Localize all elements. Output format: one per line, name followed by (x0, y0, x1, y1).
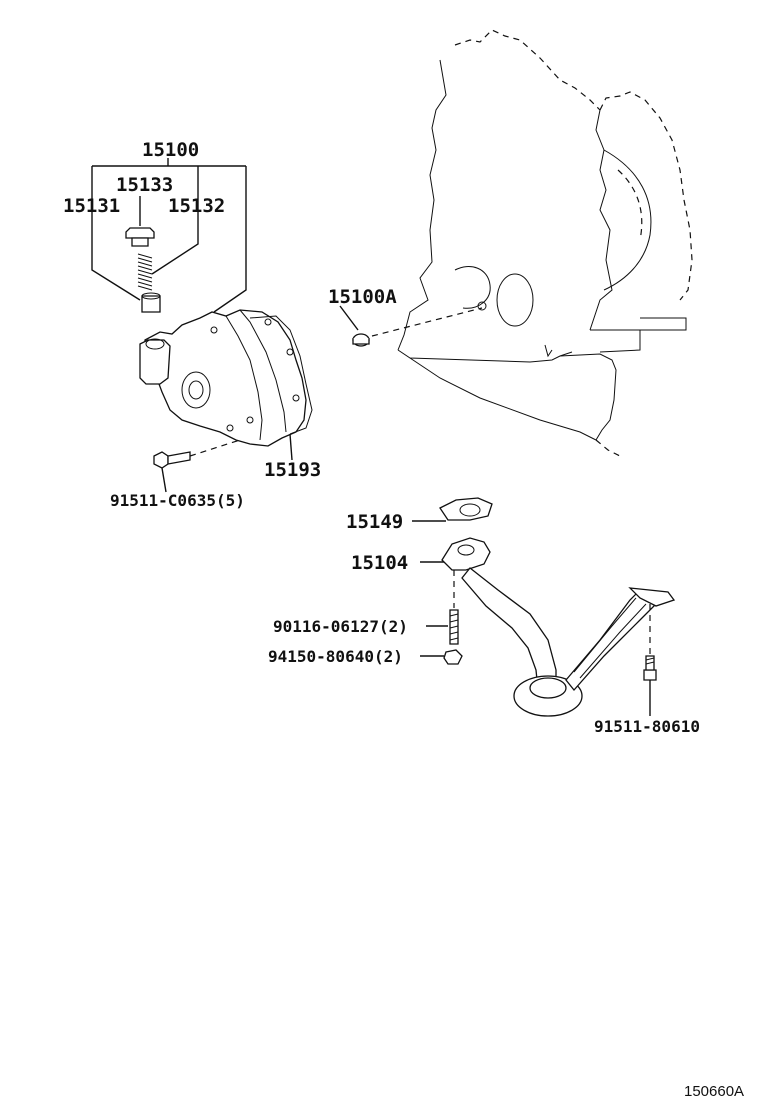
dowel-15100A (339, 305, 483, 347)
label-15100A: 15100A (328, 286, 397, 308)
plug-15133 (125, 227, 155, 247)
label-15149: 15149 (346, 511, 403, 533)
label-15100: 15100 (142, 139, 199, 161)
valve-15131 (141, 292, 161, 313)
oil-strainer-15104 (420, 537, 676, 717)
figure-id: 150660A (684, 1083, 744, 1100)
oil-pump-body (139, 309, 307, 447)
engine-block-outline (397, 29, 693, 457)
leader-15193 (289, 433, 293, 461)
leader-91511-c0635 (161, 467, 167, 493)
label-15193: 15193 (264, 459, 321, 481)
bolt-91511-80610 (643, 604, 657, 716)
label-91511-c0635: 91511-C0635(5) (110, 491, 245, 510)
bolt-91511-c0635 (153, 439, 241, 469)
label-15133: 15133 (116, 174, 173, 196)
label-94150-80640: 94150-80640(2) (268, 647, 403, 666)
spring-15132 (137, 253, 153, 291)
gasket-15149 (412, 497, 493, 522)
stud-90116-06127 (426, 570, 459, 645)
label-15131: 15131 (63, 195, 120, 217)
label-15104: 15104 (351, 552, 408, 574)
label-15132: 15132 (168, 195, 225, 217)
label-91511-80610: 91511-80610 (594, 717, 700, 736)
label-90116-06127: 90116-06127(2) (273, 617, 408, 636)
nut-94150-80640 (420, 649, 463, 665)
gasket-15193 (249, 315, 313, 435)
leader-15100-group (91, 158, 247, 313)
